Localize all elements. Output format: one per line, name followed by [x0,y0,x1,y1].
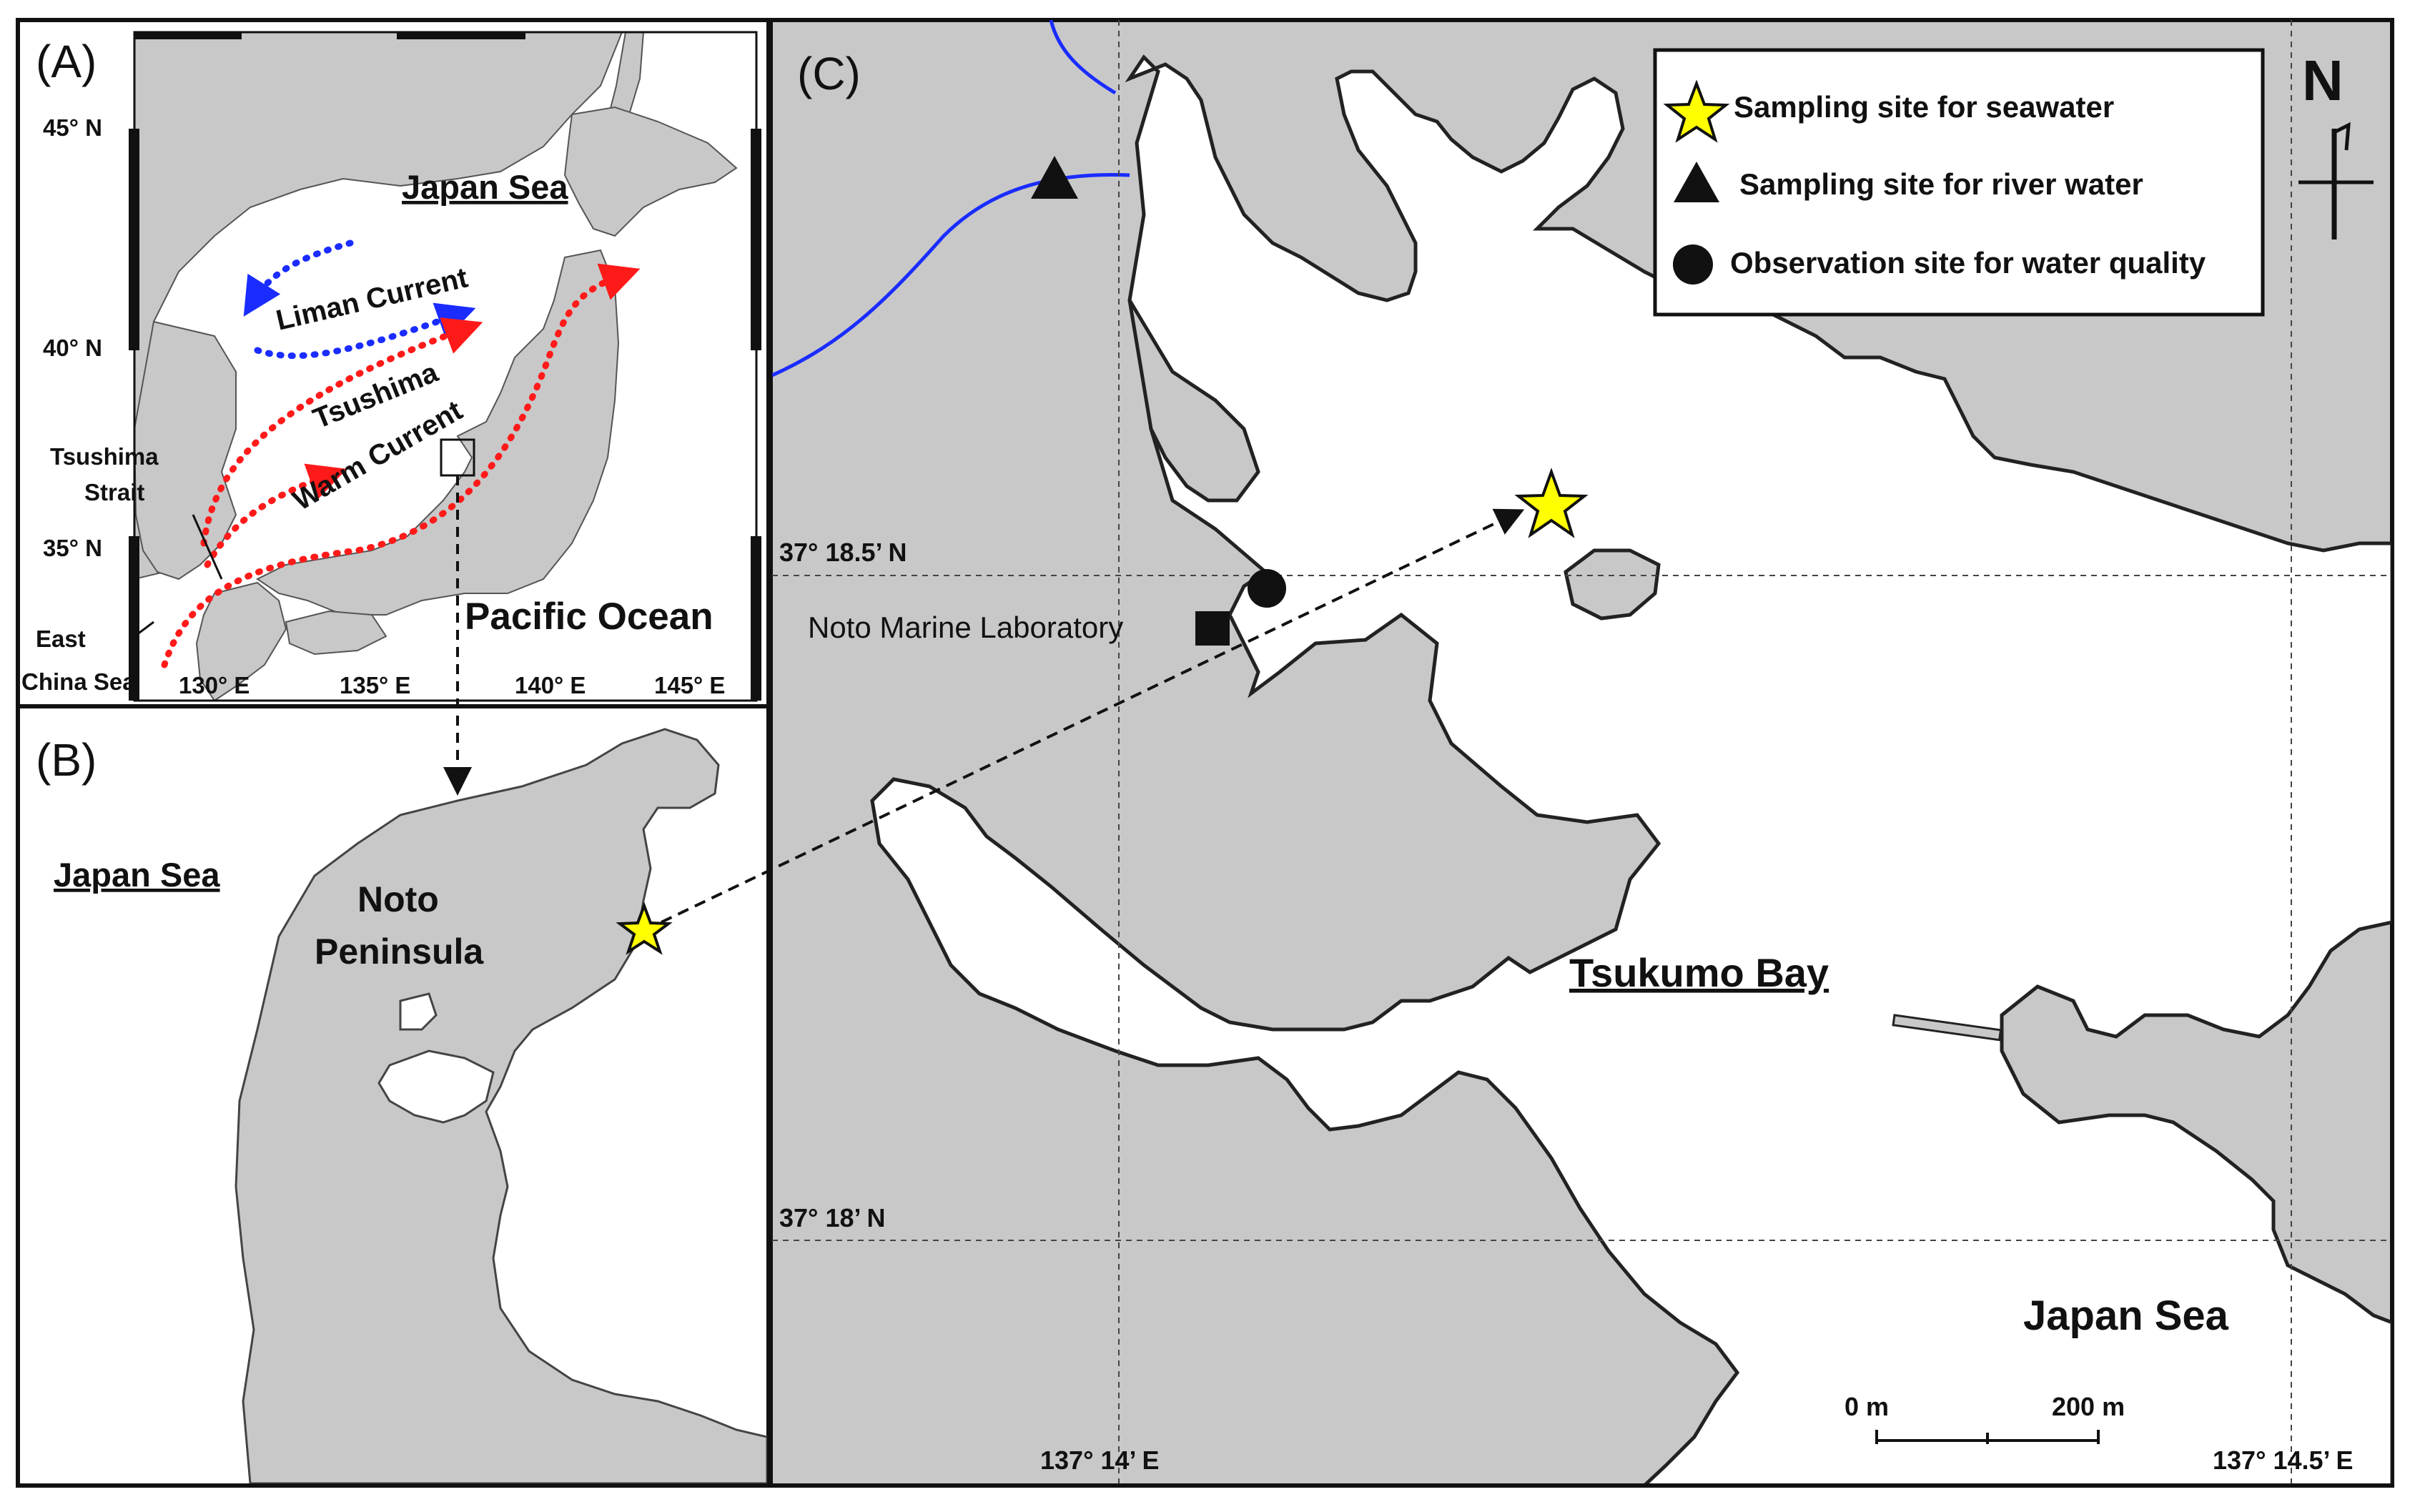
lon-label-135: 135° E [340,672,410,698]
ecs-label-2: China Sea [21,668,136,695]
panel-a: (A) 45° N 40° N 35° N 130° E 135° E 140°… [16,18,771,708]
marine-lab-label: Noto Marine Laboratory [808,611,1123,644]
panel-c-map [772,20,2391,1483]
legend-seawater-label: Sampling site for seawater [1734,90,2114,124]
observation-site-circle [1248,569,1286,608]
kyushu-landmass [195,581,287,701]
seawater-star-c [1514,468,1589,538]
legend-observation-label: Observation site for water quality [1730,246,2206,280]
tsushima-current-3 [161,263,641,668]
noto-bay-islands [377,1049,495,1124]
seawater-star-b [616,901,673,955]
hokkaido-landmass [563,106,738,237]
legend-star-icon [1663,79,1730,143]
panel-a-sea-label: Japan Sea [402,168,568,206]
tsushima-current-1 [200,317,483,547]
north-label: N [2302,49,2344,112]
strait-label-2: Strait [84,479,144,505]
lon-label-14: 137° 14’ E [1040,1446,1160,1475]
liman-current-upper [243,239,354,317]
connector-arrow [661,508,1525,924]
lat-label-18-5: 37° 18.5’ N [779,538,907,567]
bay-label: Tsukumo Bay [1569,950,1829,995]
ecs-label-1: East [36,626,86,652]
panel-b-sea-label: Japan Sea [54,856,220,894]
panel-c: Sampling site for seawater Sampling site… [661,18,2394,1488]
scale-bar: 0 m 200 m [1844,1392,2125,1444]
strait-label-1: Tsushima [50,443,159,470]
river-sampling-triangle [1031,156,1078,199]
panel-c-sea-label: Japan Sea [2023,1293,2229,1339]
legend-circle-icon [1673,244,1713,285]
small-island [1564,548,1661,621]
panel-b-map [234,728,767,1483]
scale-label-0: 0 m [1844,1392,1889,1421]
river-line-north [1049,20,1117,95]
panel-b: (B) Japan Sea Noto Peninsula [16,475,771,1488]
lat-label-18: 37° 18’ N [779,1203,886,1232]
shikoku-landmass [285,610,387,656]
legend-box [1653,48,2265,317]
north-arrow-tip [2333,122,2351,151]
lon-label-140: 140° E [515,672,586,698]
legend-triangle-icon [1674,162,1719,202]
legend: Sampling site for seawater Sampling site… [1653,48,2265,317]
noto-label-1: Noto [357,879,439,919]
panel-b-label: (B) [36,734,97,786]
noto-label-2: Peninsula [315,932,484,972]
lon-label-14-5: 137° 14.5’ E [2213,1446,2354,1475]
ecs-pointer [134,621,154,638]
marine-lab-square [1195,611,1230,646]
lat-label-40: 40° N [43,335,102,361]
pacific-label: Pacific Ocean [465,596,713,638]
west-inner-land [1127,299,1260,503]
lon-label-130: 130° E [179,672,250,698]
strait-pointer [192,514,223,580]
scale-label-200: 200 m [2052,1392,2125,1421]
noto-bay-inner [399,992,438,1031]
panel-a-map [134,32,756,701]
legend-river-label: Sampling site for river water [1739,167,2143,201]
lat-label-45: 45° N [43,114,102,141]
liman-current-lower [254,302,476,360]
honshu-landmass [256,249,620,616]
panel-c-label: (C) [797,48,861,99]
panel-a-label: (A) [36,36,97,87]
tsukumo-bay-water [870,54,2391,1483]
tsushima-current-2 [204,463,347,568]
breakwater [1892,1014,2002,1042]
noto-peninsula-landmass [234,728,767,1483]
lon-label-145: 145° E [654,672,725,698]
lat-label-35: 35° N [43,535,102,561]
north-arrow: N [2298,49,2374,239]
panel-a-graticule-ticks [129,32,761,701]
